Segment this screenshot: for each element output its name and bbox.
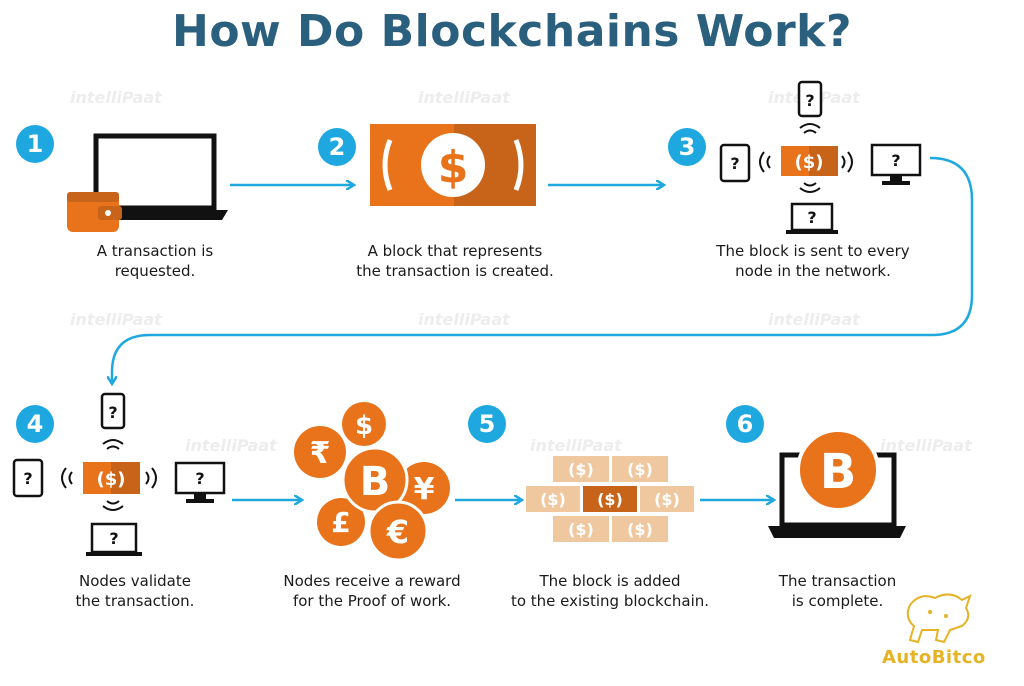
- step-1-caption: A transaction is requested.: [96, 242, 214, 280]
- watermark: intelliPaat: [70, 310, 162, 329]
- svg-text:($): ($): [568, 520, 594, 539]
- svg-text:($): ($): [97, 469, 126, 490]
- svg-text:?: ?: [805, 91, 814, 110]
- watermark: intelliPaat: [768, 310, 860, 329]
- svg-text:($): ($): [654, 490, 680, 509]
- svg-text:?: ?: [730, 154, 739, 173]
- step-1-badge: 1: [16, 125, 54, 163]
- svg-text:($): ($): [627, 460, 653, 479]
- step-3-caption: The block is sent to every node in the n…: [716, 242, 910, 280]
- dollar-coin: $: [355, 411, 373, 441]
- watermark: intelliPaat: [880, 436, 972, 455]
- svg-text:?: ?: [109, 529, 118, 548]
- svg-text:?: ?: [23, 469, 32, 488]
- step-5-caption: The block is added to the existing block…: [510, 572, 710, 610]
- svg-text:($): ($): [540, 490, 566, 509]
- step-6-caption: The transaction is complete.: [778, 572, 897, 610]
- svg-text:?: ?: [195, 469, 204, 488]
- bitcoin-symbol: B: [820, 444, 857, 500]
- watermark: intelliPaat: [418, 88, 510, 107]
- dollar-sign: $: [438, 142, 469, 193]
- svg-text:($): ($): [795, 152, 824, 173]
- reward-caption: Nodes receive a reward for the Proof of …: [283, 572, 461, 610]
- brand-name: AutoBitco: [882, 647, 986, 668]
- step-3-badge: 3: [668, 128, 706, 166]
- page-title: How Do Blockchains Work?: [172, 6, 852, 57]
- euro-coin: €: [386, 513, 409, 551]
- watermark: intelliPaat: [418, 310, 510, 329]
- arrow-3-4: [112, 156, 974, 382]
- svg-text:?: ?: [108, 403, 117, 422]
- step-4-badge: 4: [16, 405, 54, 443]
- watermark: intelliPaat: [70, 88, 162, 107]
- step-6-badge: 6: [726, 405, 764, 443]
- step-2-caption: A block that represents the transaction …: [356, 242, 554, 280]
- step-5-badge: 5: [468, 405, 506, 443]
- watermark: intelliPaat: [530, 436, 622, 455]
- svg-text:?: ?: [891, 151, 900, 170]
- svg-text:($): ($): [568, 460, 594, 479]
- bitcoin-coin: B: [360, 459, 391, 505]
- step-4-caption: Nodes validate the transaction.: [75, 572, 195, 610]
- watermark: intelliPaat: [185, 436, 277, 455]
- svg-text:($): ($): [627, 520, 653, 539]
- pound-coin: £: [331, 506, 350, 539]
- svg-text:?: ?: [807, 208, 816, 227]
- yen-coin: ¥: [414, 472, 435, 507]
- step-2-badge: 2: [318, 128, 356, 166]
- rupee-coin: ₹: [310, 436, 331, 471]
- svg-text:($): ($): [597, 490, 623, 509]
